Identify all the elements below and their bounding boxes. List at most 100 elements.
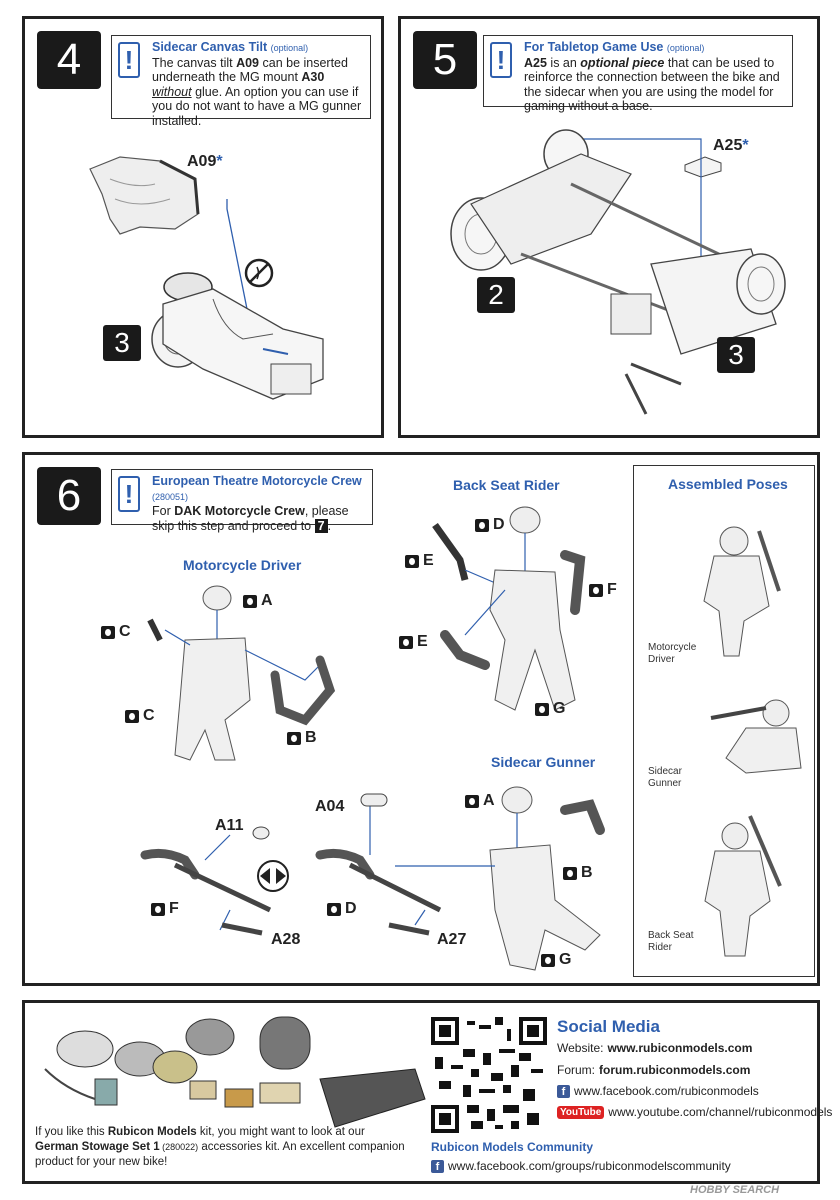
section-title-rider: Back Seat Rider <box>453 477 560 493</box>
watermark: HOBBY SEARCH <box>690 1184 780 1196</box>
stowage-set-illustration <box>44 1016 426 1128</box>
sprue-icon <box>563 866 577 880</box>
part-ref-rider-f: F <box>589 581 617 599</box>
promo-text: If you like this Rubicon Models kit, you… <box>35 1126 405 1168</box>
part-ref-gunner-g: G <box>541 951 571 969</box>
sidecar-illustration <box>151 272 324 400</box>
note-code: (280051) <box>152 491 189 502</box>
sprue-icon <box>589 583 603 597</box>
rider-figure <box>704 815 782 957</box>
sprue-icon <box>465 794 479 808</box>
footer-panel: If you like this Rubicon Models kit, you… <box>22 1000 832 1184</box>
driver-assembly <box>147 585 336 761</box>
kit-name: German Stowage Set 1 <box>35 1141 160 1153</box>
part-ref-rider-e: E <box>405 552 434 570</box>
pose-label-rider: Back Seat Rider <box>648 930 694 953</box>
sprue-icon <box>243 594 257 608</box>
step-number: 4 <box>37 31 101 89</box>
step-ref-badge: 7 <box>314 518 328 533</box>
facebook-icon: f <box>431 1159 444 1173</box>
part-label-a25: A25* <box>713 137 749 154</box>
sprue-icon <box>405 554 419 568</box>
qr-code-image <box>431 1017 547 1133</box>
swap-arrows-icon <box>257 860 289 892</box>
brand-name: Rubicon Models <box>107 1126 197 1138</box>
part-a27 <box>388 922 430 936</box>
pose-label-gunner: Sidecar Gunner <box>648 766 682 789</box>
section-title-driver: Motorcycle Driver <box>183 557 302 573</box>
sprue-icon <box>399 635 413 649</box>
info-note: ! European Theatre Motorcycle Crew (2800… <box>111 469 373 533</box>
part-ref-gunner-b: B <box>563 864 593 882</box>
no-glue-icon <box>244 258 274 288</box>
forum-line: Forum: forum.rubiconmodels.com <box>557 1063 751 1077</box>
ref-step-3: 3 <box>103 325 141 361</box>
exclamation-icon: ! <box>490 42 512 78</box>
part-ref-rider-g: G <box>535 700 565 718</box>
part-ref-weapon-d: D <box>327 900 357 918</box>
part-ref-weapon-f: F <box>151 900 179 918</box>
rider-assembly <box>432 506 586 711</box>
note-optional: (optional) <box>666 43 705 53</box>
part-a25 <box>684 156 722 178</box>
part-ref-driver-b: B <box>287 729 317 747</box>
note-emphasis: without <box>152 84 192 99</box>
youtube-icon: YouTube <box>557 1105 605 1119</box>
sprue-icon <box>101 625 115 639</box>
part-label-a11: A11 <box>215 817 244 834</box>
part-label-a09: A09* <box>187 153 223 170</box>
website-link[interactable]: www.rubiconmodels.com <box>607 1041 753 1055</box>
note-text: For <box>152 504 175 518</box>
part-ref-gunner-a: A <box>465 792 495 810</box>
sprue-icon <box>327 902 341 916</box>
gunner-assembly <box>395 786 605 971</box>
part-label-a28: A28 <box>271 931 301 948</box>
note-text: is an <box>546 55 581 70</box>
part-a28 <box>221 922 263 936</box>
canvas-tilt-illustration <box>89 156 200 235</box>
part-a04 <box>360 793 388 807</box>
optional-note: ! Sidecar Canvas Tilt (optional) The can… <box>111 35 371 128</box>
exclamation-icon: ! <box>118 476 140 512</box>
note-text: that can be used to reinforce the connec… <box>524 55 780 114</box>
note-text: can be inserted underneath the MG mount <box>152 55 348 85</box>
note-text: , please skip this step and proceed to <box>152 504 349 533</box>
note-bold: DAK Motorcycle Crew <box>174 504 305 518</box>
community-link[interactable]: www.facebook.com/groups/rubiconmodelscom… <box>448 1159 731 1173</box>
note-title: European Theatre Motorcycle Crew <box>152 474 362 488</box>
ref-step-2: 2 <box>477 277 515 313</box>
note-part: A09 <box>236 55 260 70</box>
note-title: For Tabletop Game Use <box>524 40 664 54</box>
step-number: 6 <box>37 467 101 525</box>
website-line: Website: www.rubiconmodels.com <box>557 1041 753 1055</box>
youtube-link[interactable]: www.youtube.com/channel/rubiconmodels <box>608 1105 833 1119</box>
part-ref-driver-a: A <box>243 592 273 610</box>
note-text: glue. An option you can use if you do no… <box>152 84 362 128</box>
note-text: . <box>327 518 332 533</box>
driver-figure <box>703 526 781 657</box>
social-media-title: Social Media <box>557 1017 660 1036</box>
note-optional: (optional) <box>270 43 309 53</box>
note-part: A25 <box>524 55 547 70</box>
part-ref-driver-c: C <box>125 707 155 725</box>
pose-label-driver: Motorcycle Driver <box>648 642 697 665</box>
part-label-a04: A04 <box>315 798 345 815</box>
step6-panel: 6 ! European Theatre Motorcycle Crew (28… <box>22 452 820 986</box>
step-number: 5 <box>413 31 477 89</box>
gunner-figure <box>710 699 802 774</box>
sprue-icon <box>125 709 139 723</box>
sprue-icon <box>151 902 165 916</box>
assembled-poses-box: Assembled Poses Motorcycle Driver Sideca… <box>633 465 815 977</box>
forum-link[interactable]: forum.rubiconmodels.com <box>599 1063 751 1077</box>
exclamation-icon: ! <box>118 42 140 78</box>
part-label-a27: A27 <box>437 931 467 948</box>
community-title: Rubicon Models Community <box>431 1140 593 1154</box>
note-part: A30 <box>301 70 325 84</box>
weapon-assembly-mid <box>315 805 442 926</box>
motorcycle-illustration <box>450 129 786 415</box>
ref-step-3: 3 <box>717 337 755 373</box>
step5-panel: 5 ! For Tabletop Game Use (optional) A25… <box>398 16 820 438</box>
facebook-link[interactable]: www.facebook.com/rubiconmodels <box>574 1084 759 1098</box>
